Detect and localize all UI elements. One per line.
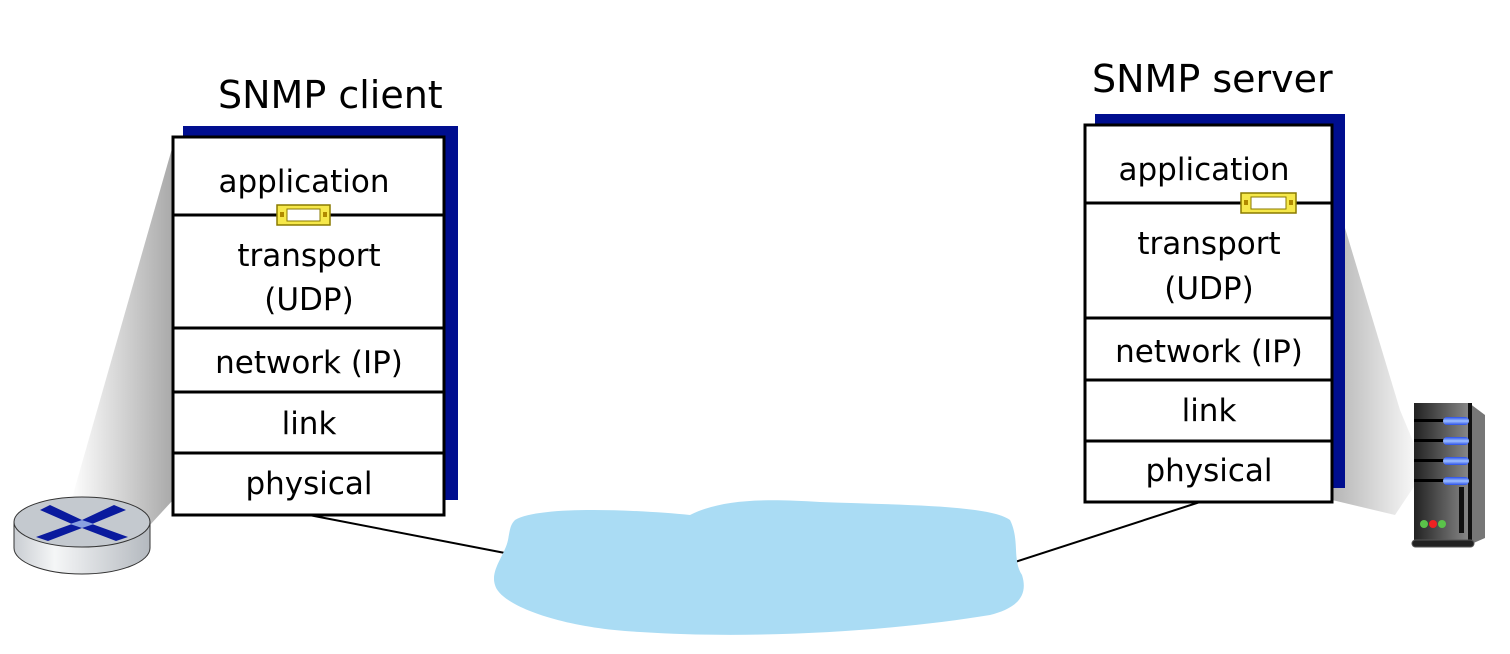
server-layer-network: network (IP): [1115, 334, 1303, 370]
client-title: SNMP client: [218, 73, 443, 117]
server-layer-transport-protocol: (UDP): [1164, 271, 1253, 307]
router-icon: [13, 496, 151, 575]
server-layer-transport: transport: [1137, 226, 1280, 262]
server-layer-application: application: [1119, 152, 1290, 188]
message-icon: [276, 204, 331, 226]
server-link: [1014, 501, 1201, 563]
server-cone: [1332, 185, 1425, 515]
server-protocol-stack: application transport (UDP) network (IP)…: [1083, 114, 1345, 504]
client-protocol-stack: application transport (UDP) network (IP)…: [171, 126, 458, 517]
server-title: SNMP server: [1092, 57, 1333, 101]
client-link: [308, 514, 506, 554]
client-cone: [70, 145, 173, 525]
client-layer-application: application: [219, 164, 390, 200]
client-layer-link: link: [282, 406, 337, 442]
server-layer-link: link: [1182, 393, 1237, 429]
server-icon: [1411, 403, 1485, 548]
client-layer-network: network (IP): [215, 345, 403, 381]
message-icon: [1240, 192, 1297, 214]
client-layer-transport-protocol: (UDP): [264, 282, 353, 318]
client-layer-physical: physical: [245, 466, 372, 502]
network-cloud-icon: [493, 500, 1024, 635]
server-layer-physical: physical: [1145, 453, 1272, 489]
client-layer-transport: transport: [237, 238, 380, 274]
